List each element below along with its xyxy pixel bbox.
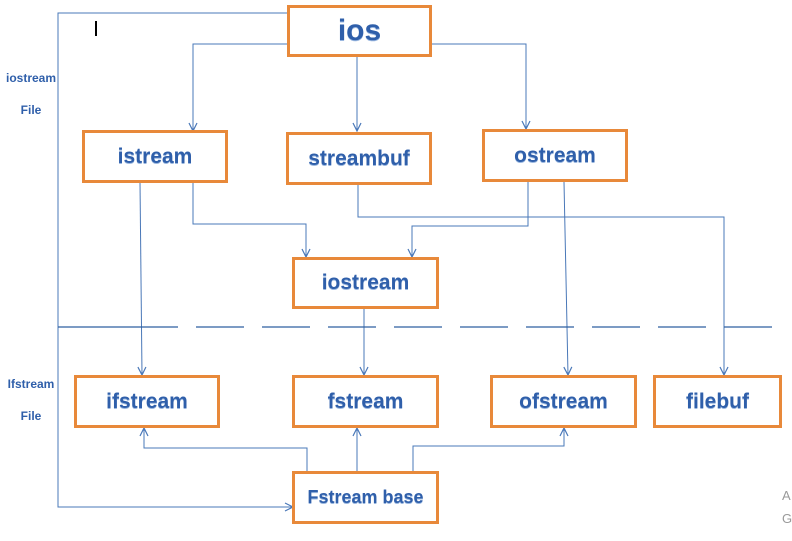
box-istream: istream <box>82 130 228 183</box>
arrow-streambuf-filebuf <box>357 185 724 375</box>
box-fstream-base: Fstream base <box>292 471 439 524</box>
box-ios: ios <box>287 5 432 57</box>
arrow-istream-ifstream <box>140 181 142 375</box>
arrow-ios-ostream <box>431 43 526 129</box>
side-label-file-2: File <box>20 409 42 423</box>
box-streambuf: streambuf <box>286 132 432 185</box>
corner-text-2: G <box>782 511 792 526</box>
arrow-ostream-iostream <box>412 182 529 257</box>
arrow-istream-iostream <box>192 182 306 257</box>
text-cursor <box>95 21 97 36</box>
side-label-ifstream: Ifstream <box>7 377 55 391</box>
box-iostream: iostream <box>292 257 439 309</box>
arrow-fstreambase-ifstream <box>144 428 308 472</box>
arrow-ios-fstreambase <box>57 12 293 507</box>
box-ifstream: ifstream <box>74 375 220 428</box>
corner-text-1: A <box>782 488 791 503</box>
arrow-fstreambase-ofstream <box>412 428 564 472</box>
side-label-fstream-file: Ifstream File <box>0 368 62 432</box>
side-label-iostream-file: iostream File <box>0 62 62 126</box>
side-label-iostream: iostream <box>5 71 57 85</box>
box-fstream: fstream <box>292 375 439 428</box>
box-filebuf: filebuf <box>653 375 782 428</box>
arrow-ios-istream <box>193 43 288 131</box>
arrow-ostream-ofstream <box>564 181 568 375</box>
box-ofstream: ofstream <box>490 375 637 428</box>
side-label-file-1: File <box>20 103 42 117</box>
box-ostream: ostream <box>482 129 628 182</box>
